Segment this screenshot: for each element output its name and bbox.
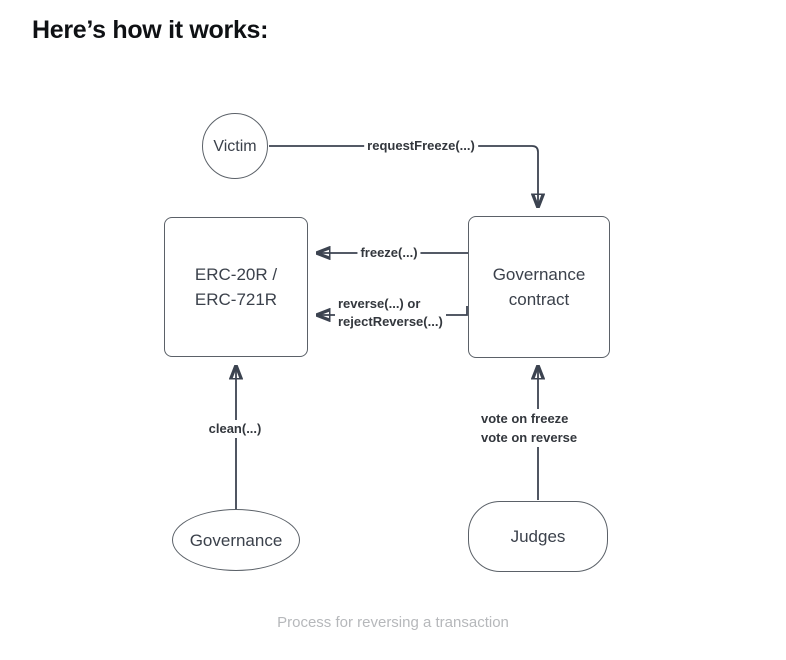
edge-label-vote: vote on freeze vote on reverse	[478, 409, 581, 447]
edge-request-freeze-line	[269, 145, 538, 206]
diagram-caption: Process for reversing a transaction	[277, 614, 509, 631]
node-judges-label: Judges	[510, 527, 566, 546]
edge-label-request-freeze: requestFreeze(...)	[364, 137, 478, 155]
node-victim-label: Victim	[213, 137, 257, 155]
edge-label-clean: clean(...)	[205, 420, 265, 438]
node-governance: Governance	[172, 509, 300, 571]
page-title: Here’s how it works:	[32, 16, 269, 44]
node-governance-contract: Governance contract	[468, 216, 610, 358]
node-erc-tokens: ERC-20R / ERC-721R	[164, 217, 308, 357]
edge-label-reverse: reverse(...) or rejectReverse(...)	[335, 295, 446, 331]
node-governance-label: Governance	[189, 530, 283, 550]
node-victim: Victim	[202, 113, 268, 179]
node-governance-contract-label: Governance contract	[492, 265, 586, 309]
node-judges: Judges	[468, 501, 608, 572]
edge-label-freeze: freeze(...)	[357, 244, 421, 262]
node-erc-tokens-label: ERC-20R / ERC-721R	[194, 265, 278, 309]
